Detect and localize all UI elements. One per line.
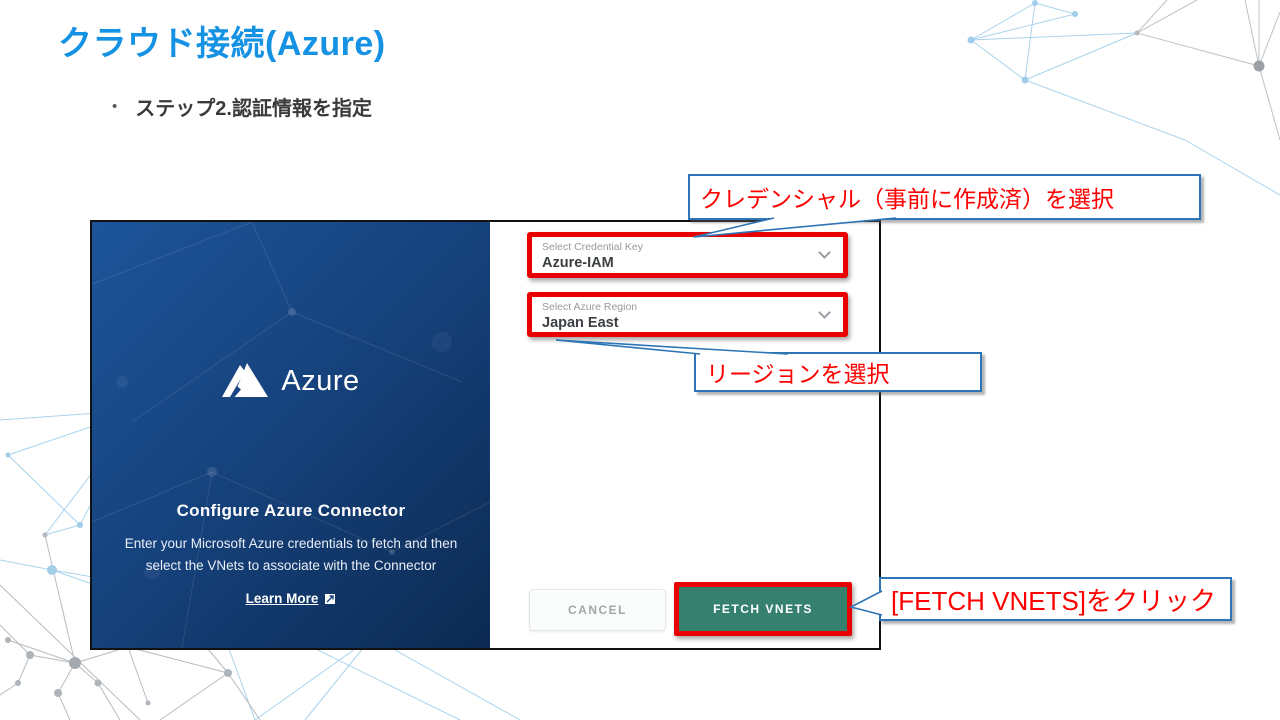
- callout-region: リージョンを選択: [694, 352, 982, 392]
- panel-network-pattern: [92, 222, 490, 648]
- callout-credential-text: クレデンシャル（事前に作成済）を選択: [700, 186, 1114, 212]
- azure-region-highlight: Select Azure Region Japan East: [527, 292, 848, 337]
- chevron-down-icon[interactable]: [818, 246, 831, 259]
- dialog-form-panel: Select Credential Key Azure-IAM Select A…: [490, 222, 879, 648]
- callout-credential: クレデンシャル（事前に作成済）を選択: [688, 174, 1201, 220]
- credential-key-highlight: Select Credential Key Azure-IAM: [527, 232, 848, 278]
- callout-fetch-vnets: [FETCH VNETS]をクリック: [879, 577, 1232, 621]
- credential-key-select[interactable]: Select Credential Key Azure-IAM: [532, 237, 843, 273]
- callout-region-text: リージョンを選択: [706, 361, 890, 387]
- callout-fetch-vnets-text: [FETCH VNETS]をクリック: [891, 585, 1217, 616]
- bullet-row: • ステップ2.認証情報を指定: [112, 92, 372, 121]
- bullet-dot-icon: •: [112, 98, 118, 115]
- azure-logo: Azure: [222, 363, 359, 399]
- credential-key-value: Azure-IAM: [542, 255, 614, 271]
- fetch-vnets-button[interactable]: FETCH VNETS: [679, 587, 847, 631]
- description-line-2: select the VNets to associate with the C…: [145, 558, 437, 573]
- learn-more-label: Learn More: [245, 591, 319, 606]
- azure-region-select[interactable]: Select Azure Region Japan East: [532, 297, 843, 332]
- dialog-heading: Configure Azure Connector: [176, 501, 406, 520]
- azure-region-label: Select Azure Region: [542, 301, 638, 313]
- learn-more-link[interactable]: Learn More: [246, 591, 337, 606]
- azure-logo-icon: [222, 363, 269, 397]
- fetch-vnets-highlight: FETCH VNETS: [674, 582, 852, 636]
- dialog-brand-panel: Azure Configure Azure Connector Enter yo…: [92, 222, 490, 648]
- bullet-text: ステップ2.認証情報を指定: [135, 98, 372, 120]
- chevron-down-icon[interactable]: [818, 305, 831, 319]
- azure-connector-dialog: Azure Configure Azure Connector Enter yo…: [90, 220, 881, 650]
- dialog-description: Enter your Microsoft Azure credentials t…: [125, 533, 457, 577]
- external-link-icon: [325, 593, 336, 604]
- azure-region-value: Japan East: [542, 315, 619, 331]
- description-line-1: Enter your Microsoft Azure credentials t…: [124, 536, 458, 551]
- cancel-button[interactable]: CANCEL: [529, 589, 666, 631]
- azure-brand-text: Azure: [281, 364, 360, 397]
- credential-key-label: Select Credential Key: [542, 241, 643, 253]
- page-title: クラウド接続(Azure): [58, 25, 386, 63]
